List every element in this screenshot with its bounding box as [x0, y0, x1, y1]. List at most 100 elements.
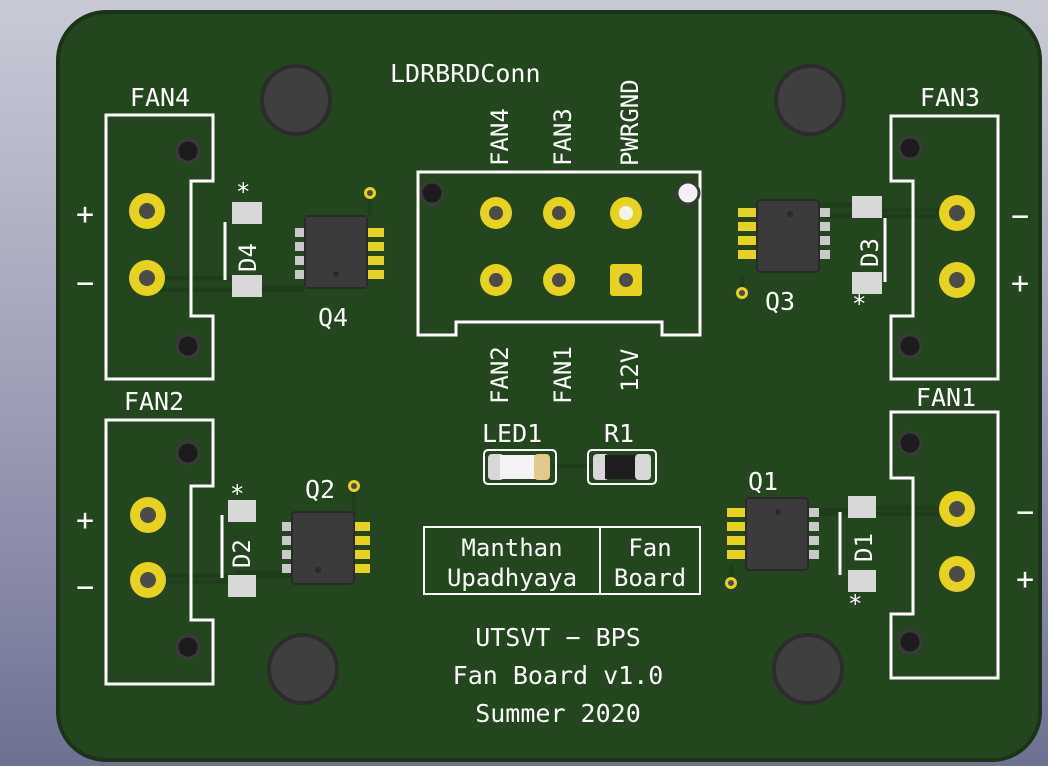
smd-pad-icon	[228, 500, 256, 522]
mounting-peg-hole	[897, 333, 923, 359]
connector-outline	[416, 170, 702, 337]
drill-hole	[552, 273, 566, 287]
r1-label: R1	[604, 419, 634, 448]
mounting-hole-icon	[260, 64, 332, 136]
connector-outline	[104, 113, 215, 381]
title-word2: Board	[614, 564, 686, 592]
so8-package-icon	[291, 511, 355, 585]
q2-label: Q2	[305, 475, 335, 504]
minus-sign: −	[76, 570, 94, 605]
d3-star: *	[852, 290, 866, 318]
smd-pad-icon	[803, 522, 819, 531]
fan2-connector: FAN2 + −	[76, 387, 215, 686]
mounting-peg-hole	[897, 430, 923, 456]
drill-hole	[949, 566, 965, 582]
q4-label: Q4	[318, 303, 348, 332]
resistor-body-icon	[605, 455, 639, 479]
pin1-dot	[787, 211, 793, 217]
smd-pad-icon	[738, 236, 760, 245]
q1-label: Q1	[748, 467, 778, 496]
title-word1: Fan	[628, 534, 671, 562]
plus-sign: +	[76, 197, 94, 232]
smd-pad-icon	[228, 575, 256, 597]
smd-pad-icon	[295, 256, 311, 265]
d3-label: D3	[856, 238, 884, 267]
fan4-connector: FAN4 + −	[76, 83, 215, 381]
d2-diode: D2 *	[220, 480, 256, 597]
smd-pad-icon	[738, 250, 760, 259]
so8-package-icon	[756, 199, 820, 273]
drill-hole	[949, 272, 965, 288]
drill-hole	[949, 501, 965, 517]
author-last-name: Upadhyaya	[447, 564, 577, 592]
q1-mosfet: Q1	[725, 467, 819, 589]
plus-sign: +	[1016, 562, 1034, 597]
ldrbrdconn-connector: LDRBRDConn FAN4 FAN3 PWRGND FAN2 FAN1 12…	[390, 59, 702, 404]
drill-hole	[489, 273, 503, 287]
q2-mosfet: Q2	[282, 475, 370, 585]
led1-outline	[483, 449, 557, 485]
smd-pad-icon	[282, 564, 298, 573]
fan1-label: FAN1	[916, 383, 976, 412]
via-drill	[351, 483, 357, 489]
fan2-label: FAN2	[124, 387, 184, 416]
drill-hole	[552, 206, 566, 220]
mounting-hole-icon	[267, 633, 339, 705]
pin-fan4-label: FAN4	[486, 108, 514, 166]
mounting-peg-hole	[175, 440, 201, 466]
smd-pad-icon	[848, 570, 876, 592]
smd-pad-icon	[282, 522, 298, 531]
drill-hole	[140, 507, 156, 523]
smd-pad-icon	[727, 522, 749, 531]
pin1-dot	[775, 509, 781, 515]
credit-box-outline	[423, 526, 701, 595]
smd-pad-icon	[814, 208, 830, 217]
pin-pwrgnd-label: PWRGND	[616, 79, 644, 166]
smd-pad-icon	[852, 272, 882, 294]
fan3-label: FAN3	[920, 83, 980, 112]
mounting-peg-hole	[419, 180, 445, 206]
smd-pad-icon	[803, 536, 819, 545]
minus-sign: −	[1011, 199, 1029, 234]
smd-pad-icon	[295, 242, 311, 251]
smd-pad-icon	[814, 250, 830, 259]
smd-pad-icon	[727, 536, 749, 545]
mounting-peg-hole	[675, 180, 701, 206]
smd-pad-icon	[852, 196, 882, 218]
plus-sign: +	[1011, 266, 1029, 301]
d1-star: *	[848, 590, 862, 618]
minus-sign: −	[1016, 495, 1034, 530]
connector-outline	[104, 418, 215, 686]
smd-pad-icon	[534, 454, 550, 480]
drill-hole	[140, 572, 156, 588]
fan1-connector: FAN1 − +	[889, 383, 1034, 680]
smd-pad-icon	[814, 236, 830, 245]
pin-12v-label: 12V	[616, 349, 644, 392]
smd-pad-icon	[362, 242, 384, 251]
smd-pad-icon	[282, 550, 298, 559]
smd-pad-icon	[848, 496, 876, 518]
smd-pad-icon	[348, 536, 370, 545]
smd-pad-icon	[348, 522, 370, 531]
smd-pad-icon	[348, 550, 370, 559]
q3-mosfet: Q3	[736, 199, 830, 316]
minus-sign: −	[76, 266, 94, 301]
smd-pad-icon	[738, 208, 760, 217]
smd-pad-icon	[362, 256, 384, 265]
via-drill	[739, 290, 745, 296]
smd-pad-icon	[282, 536, 298, 545]
via-drill	[728, 580, 734, 586]
smd-pad-icon	[362, 228, 384, 237]
drill-hole	[139, 203, 155, 219]
footer-line1: UTSVT − BPS	[475, 623, 641, 652]
d1-diode: D1 *	[838, 496, 878, 618]
connector-outline	[889, 410, 1000, 680]
smd-pad-icon	[803, 508, 819, 517]
drill-hole	[619, 206, 633, 220]
mounting-peg-hole	[175, 634, 201, 660]
mounting-hole-icon	[772, 633, 844, 705]
mounting-peg-hole	[897, 135, 923, 161]
so8-package-icon	[304, 215, 368, 289]
led-body-icon	[500, 455, 536, 479]
